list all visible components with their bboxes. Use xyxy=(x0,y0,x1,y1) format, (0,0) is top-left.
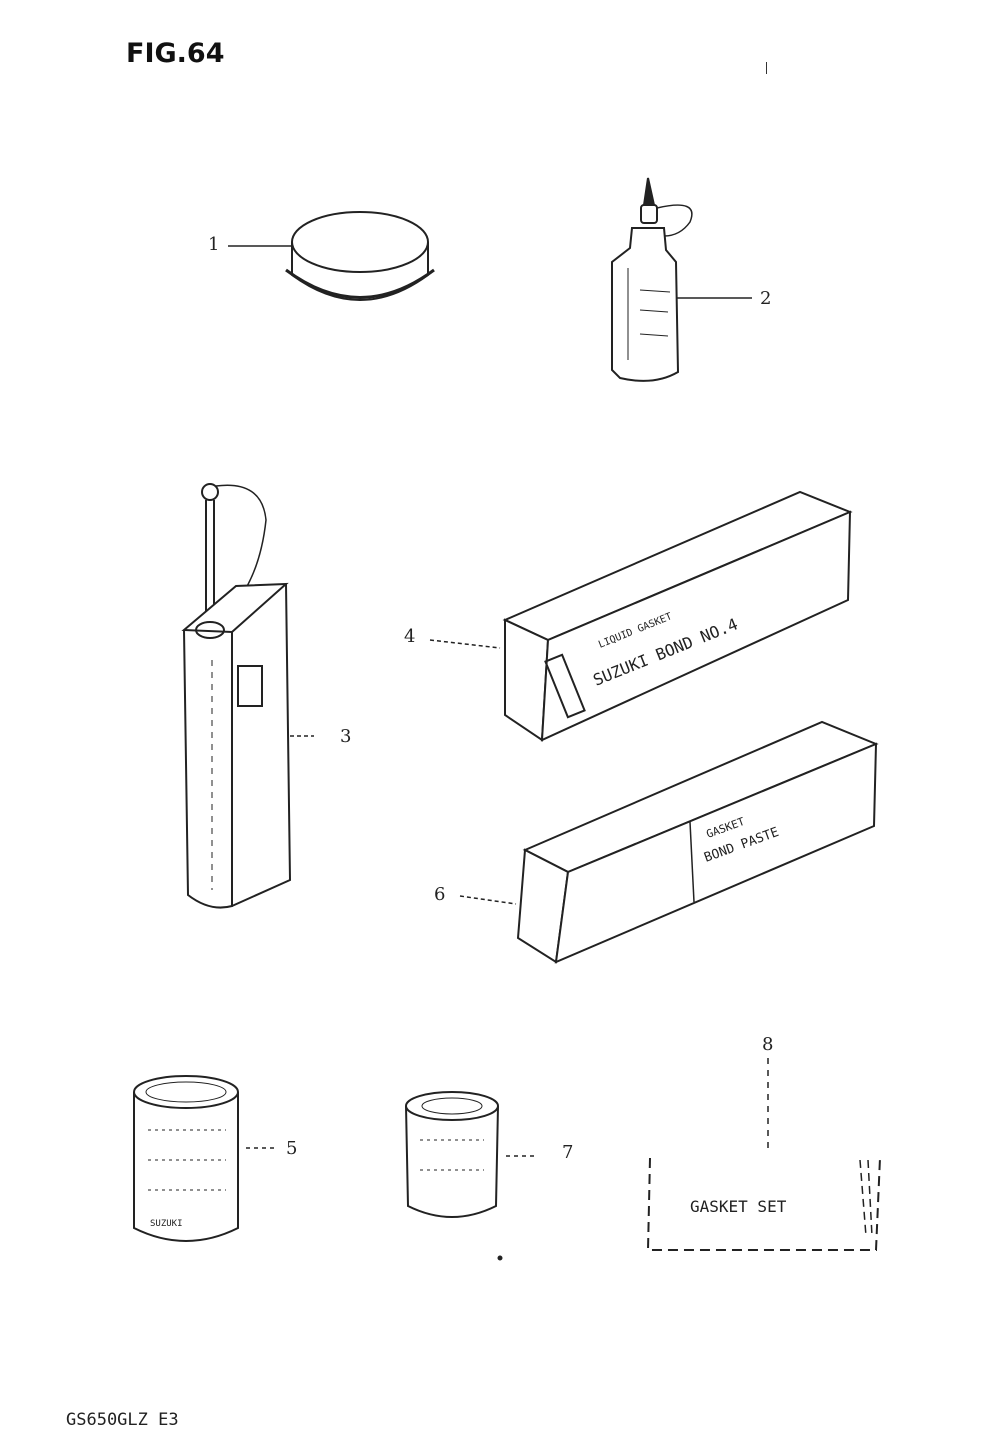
callout-5: 5 xyxy=(286,1138,298,1159)
part-2-oil-bottle xyxy=(611,177,752,382)
part-3-oil-can xyxy=(181,483,314,909)
part-5-large-can: SUZUKI xyxy=(133,1075,276,1242)
callout-8: 8 xyxy=(762,1034,774,1055)
callout-6: 6 xyxy=(434,884,446,905)
callout-1: 1 xyxy=(208,234,220,255)
model-code: GS650GLZ E3 xyxy=(66,1410,179,1430)
part-6-paste-box: GASKET BOND PASTE xyxy=(459,720,879,964)
callout-4: 4 xyxy=(404,626,416,647)
part-1-grease-tin xyxy=(228,211,435,301)
part-8-gasket-set: GASKET SET xyxy=(646,1058,881,1251)
callout-7: 7 xyxy=(562,1142,574,1163)
part-7-small-can xyxy=(405,1091,536,1261)
gasket-set-label: GASKET SET xyxy=(690,1197,787,1216)
can-5-label: SUZUKI xyxy=(150,1219,183,1229)
corner-tick xyxy=(766,62,767,74)
figure-title: FIG.64 xyxy=(126,38,225,69)
callout-3: 3 xyxy=(340,726,352,747)
callout-2: 2 xyxy=(760,288,772,309)
part-4-bond-box: LIQUID GASKET SUZUKI BOND NO.4 xyxy=(429,490,853,742)
